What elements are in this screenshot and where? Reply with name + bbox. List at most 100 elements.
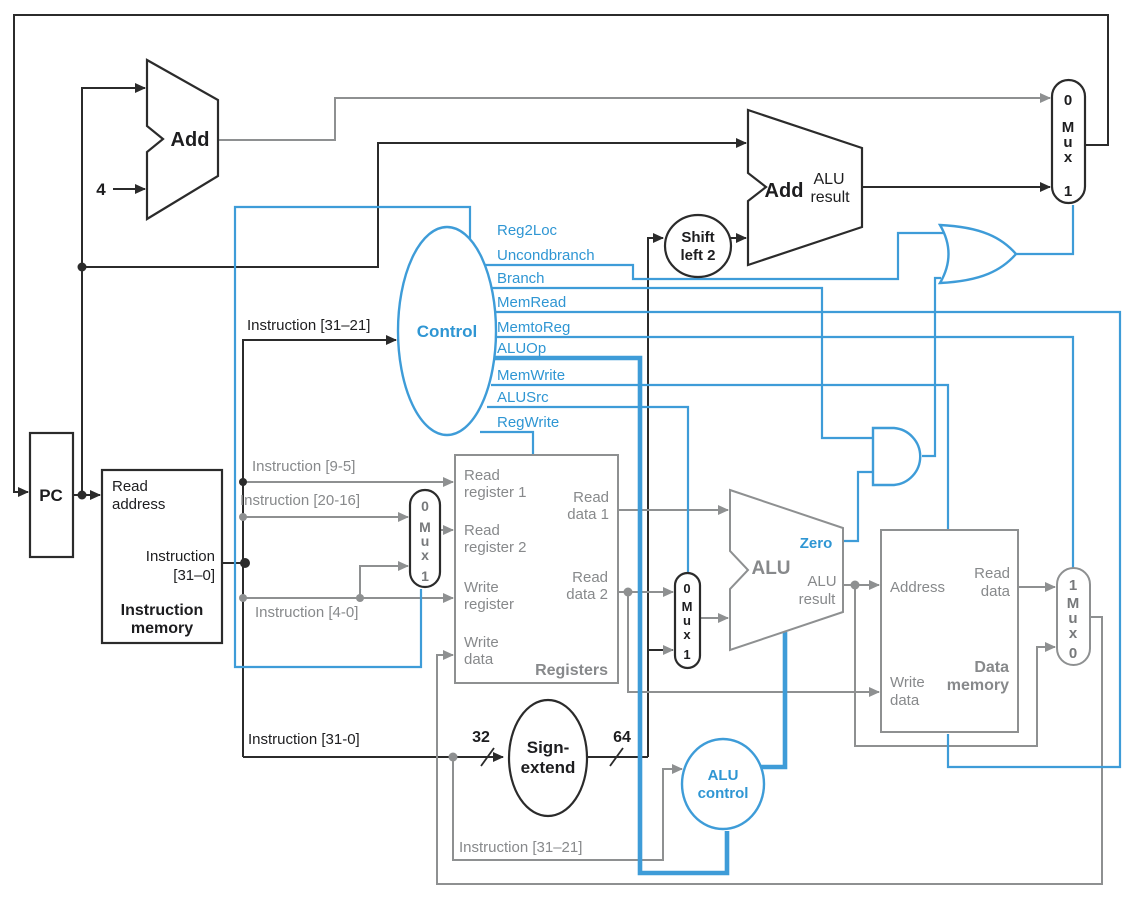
reg-write-register-1: Write [464,579,499,596]
reg-read-data1-2: data 1 [567,506,609,523]
pc-mux-1: 1 [1064,183,1072,200]
wire-aluop [495,355,730,876]
reg2loc-mux-u: u [421,533,430,549]
branch-adder-label: Add [765,180,804,202]
pc-mux-x: x [1064,149,1073,166]
sign-extend-32: 32 [472,729,490,746]
dm-read-data-2: data [981,583,1011,600]
slash-64 [609,747,624,767]
pc-wires [13,14,1109,500]
alu-zero-label: Zero [800,535,833,552]
data-memory-box [880,529,1019,733]
wire-memtoreg [496,335,1075,570]
pc-mux-0: 0 [1064,92,1072,109]
field-9-5-label: Instruction [9-5] [252,458,355,475]
alusrc-mux-1: 1 [683,647,690,662]
wire-branch [492,286,872,440]
reg2loc-mux-x: x [421,547,429,563]
dot-pc-branch [77,262,87,272]
dot-instruction-out [240,558,250,568]
wire-pcadd-to-mux0 [218,93,1051,141]
alusrc-mux-m: M [682,599,693,614]
pc-mux-m: M [1062,119,1075,136]
imem-title-2: memory [131,620,193,637]
wire-memread [495,310,1122,769]
field-4-0-label: Instruction [4-0] [255,604,358,621]
field-31-21-bottom-label: Instruction [31–21] [459,839,582,856]
pc-label: PC [39,486,63,505]
instruction-memory-box [100,468,224,645]
wire-zero [843,470,872,543]
dm-write-data-1: Write [890,674,925,691]
sign-extend-label-1: Sign- [527,738,570,757]
field-31-0-label: Instruction [31-0] [248,731,360,748]
alu-result-2: result [799,591,837,608]
memtoreg-mux-0: 0 [1069,645,1077,662]
reg-read-register1-1: Read [464,467,500,484]
wire-pc-to-branch-adder [82,138,747,268]
wire-alucontrol-out [761,632,788,770]
imem-output-1: Instruction [146,548,215,565]
alu-control-oval [680,737,766,831]
wire-and-out [922,276,941,458]
alu-control-label-1: ALU [708,767,739,784]
imem-read-address-2: address [112,496,165,513]
alu-result-1: ALU [807,573,836,590]
slash-32 [480,747,495,767]
memtoreg-mux-m: M [1067,595,1080,612]
dm-read-data-1: Read [974,565,1010,582]
dot-read-data-2 [623,587,633,597]
wire-pc-feedback [13,14,1109,497]
branch-adder-shape [746,108,864,267]
signal-memwrite: MemWrite [497,367,565,384]
signal-branch: Branch [497,270,545,287]
branch-adder-result-2: result [810,189,850,206]
dot-opcode-branch [448,752,458,762]
sign-extend-oval [507,698,589,818]
instruction-wires [222,182,1051,767]
reg-read-register2-1: Read [464,522,500,539]
wire-signextend-to-shift [647,233,664,757]
increment-4: 4 [96,180,106,199]
and-gate [871,426,922,487]
pc-adder-label: Add [171,129,210,151]
data-memory-title-1: Data [974,659,1009,676]
control-wires [233,205,1122,876]
or-gate [937,223,1018,285]
reg-read-data2-1: Read [572,569,608,586]
branch-adder-result-1: ALU [813,171,844,188]
imem-read-address-1: Read [112,478,148,495]
reg-read-register1-2: register 1 [464,484,527,501]
junction-dots [77,262,860,762]
reg2loc-mux [408,488,442,589]
dm-write-data-2: data [890,692,920,709]
field-20-16-label: Instruction [20-16] [240,492,360,509]
registers-title: Registers [535,662,608,679]
wire-reg2loc [233,205,472,669]
wire-field-4-0-branch [359,561,409,598]
shift-left-2-label-2: left 2 [680,247,715,264]
wire-or-out [1016,205,1075,256]
alusrc-mux-0: 0 [683,581,690,596]
wire-memwrite [491,383,950,532]
dot-field-20-16 [239,513,247,521]
dot-field-4-0-branch [356,594,364,602]
reg-write-register-2: register [464,596,514,613]
control-oval [396,225,498,437]
reg2loc-mux-1: 1 [421,568,429,584]
dot-field-4-0 [239,594,247,602]
signal-uncondbranch: Uncondbranch [497,247,595,264]
pc-adder-shape [145,58,220,221]
alusrc-mux-x: x [683,627,691,642]
memtoreg-mux-x: x [1069,625,1078,642]
reg2loc-mux-0: 0 [421,498,429,514]
pc-mux-u: u [1063,134,1072,151]
pc-source-mux [1050,78,1087,205]
data-memory-title-2: memory [947,677,1009,694]
wire-uncondbranch [485,231,944,281]
reg2loc-mux-m: M [419,519,431,535]
gray-wires [218,93,1103,885]
alusrc-mux-u: u [683,613,691,628]
